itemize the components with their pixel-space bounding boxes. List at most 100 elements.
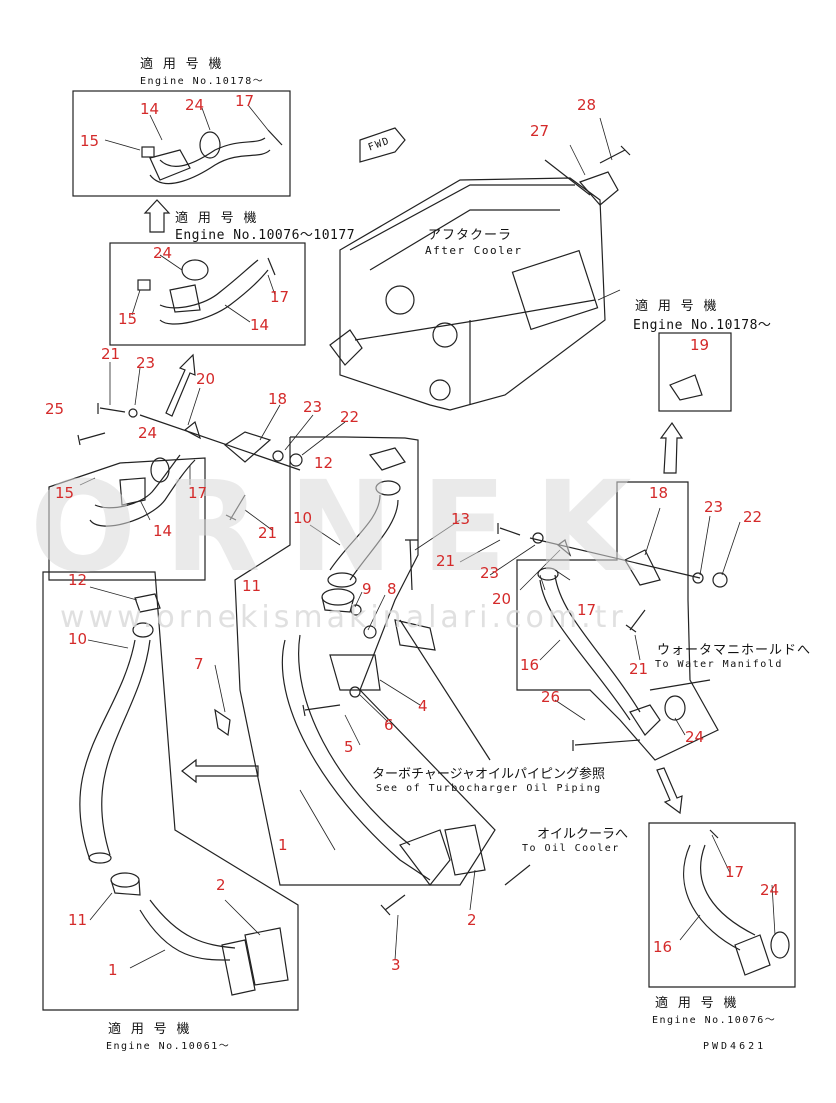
callout-24: 24 xyxy=(185,96,205,114)
bracket-19 xyxy=(669,374,703,401)
right-caption-en: Engine No.10178～ xyxy=(633,318,772,333)
bracket-4 xyxy=(329,619,436,691)
callout-3: 3 xyxy=(391,956,401,974)
nut-22-right xyxy=(712,572,728,588)
bottom-left-caption-jp: 適 用 号 機 xyxy=(108,1022,191,1037)
inset-box-right xyxy=(658,332,732,412)
bolt-7 xyxy=(214,708,231,737)
pipe-10-bottom-left xyxy=(79,622,154,864)
oil-cooler-jp: オイルクーラへ xyxy=(537,827,629,842)
callout-20: 20 xyxy=(492,590,512,608)
flange-12-center xyxy=(368,447,406,471)
callout-8: 8 xyxy=(387,580,397,598)
bolt-13 xyxy=(405,539,418,591)
water-manifold-jp: ウォータマニホールドへ xyxy=(657,643,812,658)
bottom-left-caption-en: Engine No.10061～ xyxy=(106,1041,231,1052)
fwd-arrow xyxy=(359,127,406,163)
callout-21: 21 xyxy=(629,660,649,678)
callout-22: 22 xyxy=(743,508,763,526)
washer-23-left xyxy=(128,408,138,418)
bolt-21-mid xyxy=(225,494,246,521)
callout-24: 24 xyxy=(760,881,780,899)
callout-12: 12 xyxy=(68,571,88,589)
bolt-3 xyxy=(380,894,406,916)
arrow-water-manifold xyxy=(649,679,711,691)
bolt-21-right xyxy=(497,523,521,536)
callout-5: 5 xyxy=(344,738,354,756)
top1-caption-en: Engine No.10178～ xyxy=(140,76,265,87)
pipe-1-bottom-left xyxy=(139,899,256,996)
callout-24: 24 xyxy=(153,244,173,262)
callout-18: 18 xyxy=(268,390,288,408)
bottom-right-caption-en: Engine No.10076～ xyxy=(652,1015,777,1026)
callout-18: 18 xyxy=(649,484,669,502)
top2-caption-en: Engine No.10076～10177 xyxy=(175,228,356,243)
callout-16: 16 xyxy=(520,656,540,674)
callout-17: 17 xyxy=(270,288,290,306)
watermark-brand: ORNEK xyxy=(30,455,660,600)
turbo-note-en: See of Turbocharger Oil Piping xyxy=(376,783,602,794)
callout-14: 14 xyxy=(250,316,270,334)
washer-23-right xyxy=(532,532,544,544)
bracket-18-left xyxy=(223,431,272,463)
callout-2: 2 xyxy=(467,911,477,929)
callout-21: 21 xyxy=(436,552,456,570)
turbo-leader xyxy=(399,619,491,761)
arrow-up-left xyxy=(165,353,196,417)
pipe-left-middle xyxy=(89,454,196,527)
bolt-26 xyxy=(572,739,641,751)
callout-23: 23 xyxy=(136,354,156,372)
flange-12-bottom-left xyxy=(134,593,161,613)
callout-14: 14 xyxy=(153,522,173,540)
arrow-down-right xyxy=(656,767,683,815)
bolt-21-lower xyxy=(625,609,646,633)
clip-20-right xyxy=(557,539,572,557)
callout-14: 14 xyxy=(140,100,160,118)
guide-line-20 xyxy=(139,414,301,471)
callout-23: 23 xyxy=(704,498,724,516)
joint-11-bottom-left xyxy=(110,872,141,896)
bolt-25 xyxy=(77,432,106,446)
callout-20: 20 xyxy=(196,370,216,388)
callout-17: 17 xyxy=(725,863,745,881)
callout-23: 23 xyxy=(480,564,500,582)
turbo-note-jp: ターボチャージャオイルパイピング参照 xyxy=(372,767,605,782)
clip-20-left xyxy=(183,420,202,440)
plate-27 xyxy=(578,171,619,206)
bolt-28 xyxy=(599,145,631,164)
arrow-left-bottom xyxy=(181,758,259,784)
ring-24-right xyxy=(664,695,686,721)
washer-23-far xyxy=(692,572,704,584)
pipe-1-center xyxy=(281,634,451,886)
callout-1: 1 xyxy=(108,961,118,979)
bolt-5 xyxy=(302,704,341,717)
callout-12: 12 xyxy=(314,454,334,472)
top2-caption-jp: 適 用 号 機 xyxy=(175,211,258,226)
aftercooler-body xyxy=(329,159,606,411)
inset-box-bottom-left xyxy=(42,571,299,1011)
washer-23-mid xyxy=(272,450,284,462)
bracket-18-right xyxy=(624,549,661,586)
bolt-21-left xyxy=(97,403,126,414)
callout-27: 27 xyxy=(530,122,550,140)
callout-17: 17 xyxy=(577,601,597,619)
callout-17: 17 xyxy=(235,92,255,110)
group-outline-center xyxy=(234,436,496,886)
arrow-up-right xyxy=(659,421,684,474)
drawing-code: PWD4621 xyxy=(703,1041,767,1052)
callout-6: 6 xyxy=(384,716,394,734)
pipe-top2 xyxy=(137,257,276,325)
callout-15: 15 xyxy=(80,132,100,150)
callout-1: 1 xyxy=(278,836,288,854)
callout-16: 16 xyxy=(653,938,673,956)
callout-25: 25 xyxy=(45,400,65,418)
callout-7: 7 xyxy=(194,655,204,673)
right-caption-jp: 適 用 号 機 xyxy=(635,299,718,314)
callout-21: 21 xyxy=(258,524,278,542)
callout-13: 13 xyxy=(451,510,471,528)
ring-24-bottom-right xyxy=(770,931,790,959)
pipe-16-right xyxy=(537,567,661,736)
callout-28: 28 xyxy=(577,96,597,114)
callout-22: 22 xyxy=(340,408,360,426)
